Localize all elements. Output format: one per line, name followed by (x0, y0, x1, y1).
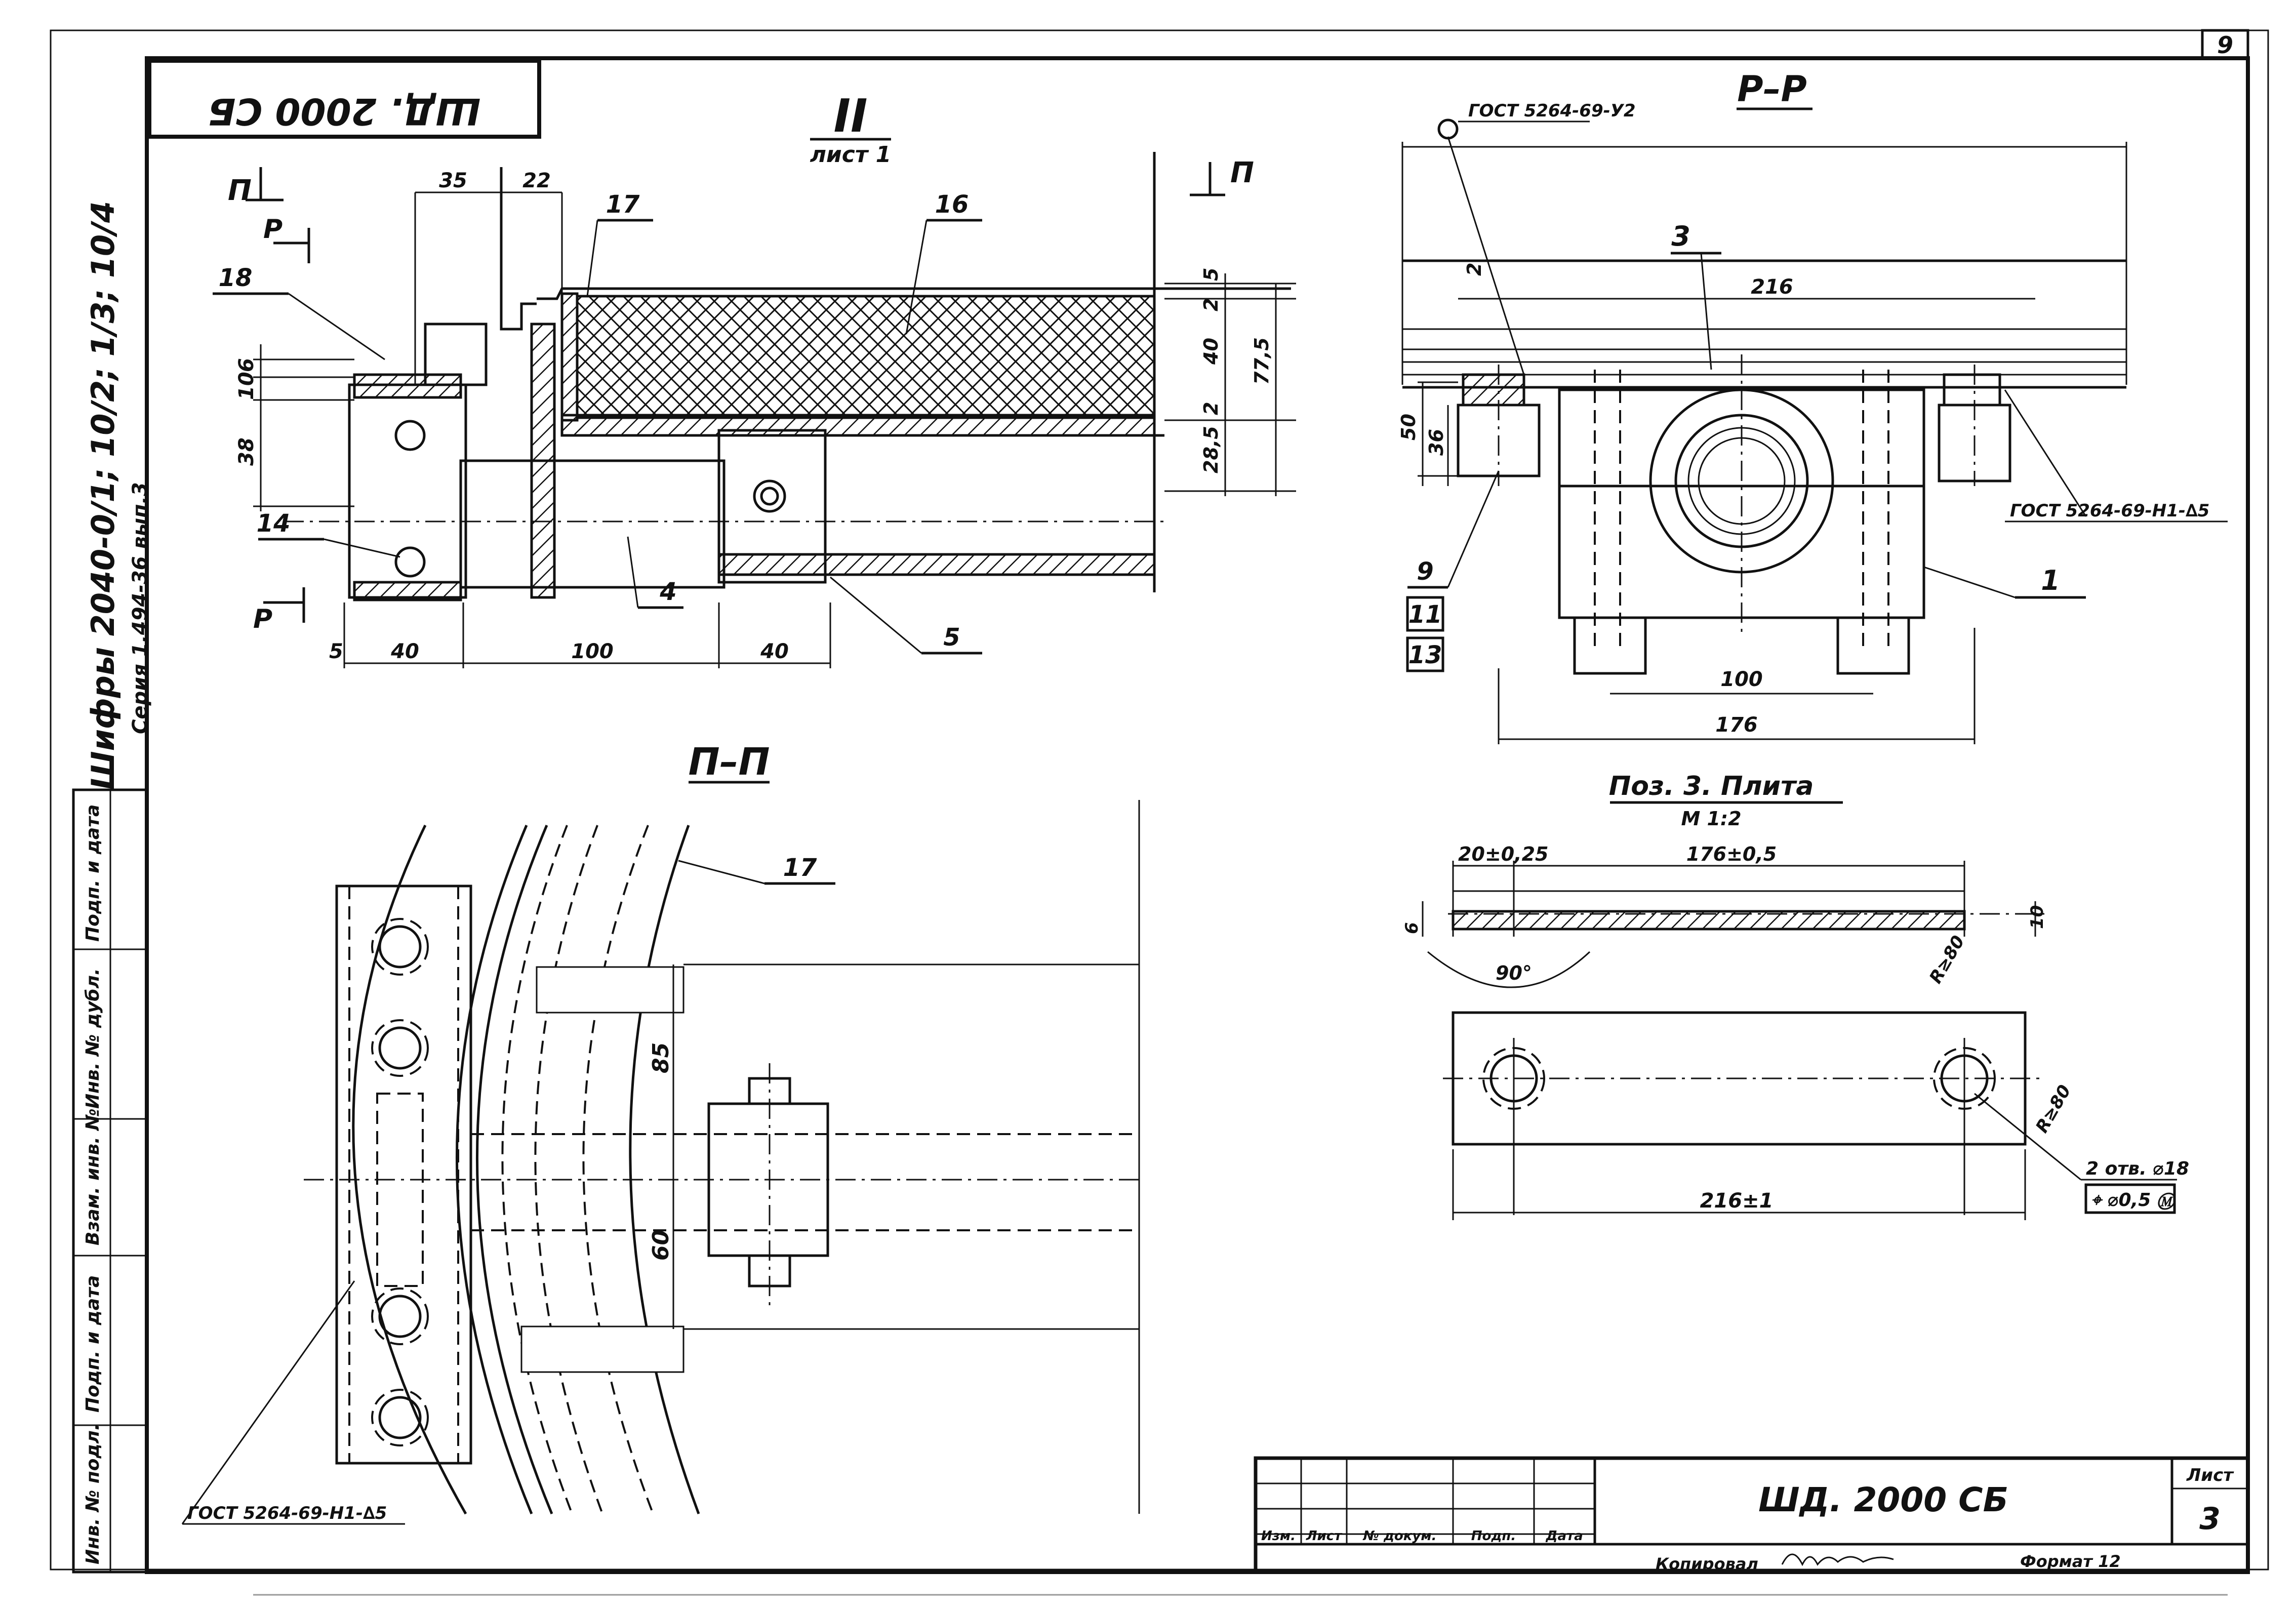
sheet-number-box (2201, 29, 2249, 60)
tb-col-sign: Подп. (1471, 1528, 1516, 1544)
strip-field-1: Инв. № подл. (83, 1423, 103, 1564)
copier-signature (1781, 1553, 1894, 1566)
gost-weld-pp: ГОСТ 5264-69-Н1-∆5 (187, 1503, 387, 1523)
dim-100-rr: 100 (1720, 668, 1763, 691)
plate-dim-20: 20±0,25 (1458, 843, 1548, 865)
view-pp-title: П–П (689, 740, 770, 784)
view-ii-subtitle: лист 1 (810, 142, 892, 168)
plate-detail: Поз. 3. Плита М 1:2 20±0,25 176±0,5 6 10… (1402, 771, 2189, 1220)
dim-50: 50 (1397, 414, 1420, 440)
view-pp: П–П 85 60 17 ГОСТ (181, 740, 1140, 1525)
dim-35: 35 (439, 169, 467, 192)
view-ii-title: II (834, 90, 868, 143)
cut-p-right: П (1230, 156, 1254, 189)
dim-10: 10 (235, 372, 258, 400)
pos-13: 13 (1408, 641, 1442, 669)
gost-weld-top: ГОСТ 5264-69-У2 (1468, 101, 1636, 121)
dim-40-v: 40 (1200, 338, 1222, 365)
strip-field-3: Взам. инв. № (83, 1108, 103, 1245)
tb-col-list: Лист (1306, 1528, 1343, 1544)
dim-40-right: 40 (760, 640, 789, 663)
dim-5-left: 5 (329, 640, 343, 663)
dim-2-mid: 2 (1200, 402, 1222, 415)
plate-dim-6: 6 (1402, 922, 1422, 934)
pos-1: 1 (2041, 565, 2060, 596)
stamp-code: ШД. 2000 СБ (208, 90, 481, 133)
dim-38: 38 (235, 437, 258, 466)
plate-radius: R≥80 (1925, 932, 1969, 987)
dim-40-left: 40 (390, 640, 419, 663)
series-margin-line2: Серия 1.494-36 вып.3 (129, 482, 152, 734)
tb-col-doc: № докум. (1363, 1528, 1437, 1544)
dim-176-rr: 176 (1715, 713, 1758, 737)
pos-18: 18 (219, 264, 253, 292)
dim-5-right: 5 (1200, 268, 1222, 281)
sheet-number: 9 (2217, 31, 2233, 59)
tb-format: Формат 12 (2020, 1552, 2121, 1571)
view-rr: Р–Р ГОСТ 5264-69-У2 216 3 (1397, 68, 2228, 744)
series-margin-line1: Шифры 2040-0/1; 10/2; 1/3; 10/4 (85, 201, 122, 790)
strip-field-5: Подп. и дата (83, 804, 103, 942)
plate-holes: 2 отв. ⌀18 (2086, 1158, 2189, 1179)
pos-4: 4 (659, 578, 676, 606)
plate-dim-176: 176±0,5 (1686, 843, 1777, 865)
plate-dim-216: 216±1 (1700, 1189, 1774, 1213)
plate-title: Поз. 3. Плита (1609, 771, 1814, 801)
tb-col-izm: Изм. (1261, 1528, 1296, 1544)
strip-field-2: Подп. и дата (83, 1275, 103, 1413)
pos-16: 16 (935, 190, 969, 219)
inner-frame (145, 56, 2250, 1574)
dim-216: 216 (1751, 275, 1793, 299)
pos-9: 9 (1417, 557, 1433, 586)
plate-dim-10: 10 (2027, 905, 2047, 929)
dim-100: 100 (571, 640, 614, 663)
pos-11: 11 (1408, 600, 1442, 629)
stamp-box (147, 59, 541, 139)
gost-weld-right: ГОСТ 5264-69-Н1-∆5 (2010, 501, 2209, 521)
tb-sheet-label: Лист (2186, 1465, 2234, 1485)
plate-angle: 90° (1496, 962, 1532, 984)
view-rr-title: Р–Р (1737, 68, 1807, 110)
dim-6: 6 (235, 358, 258, 372)
dim-2-rr: 2 (1463, 263, 1485, 276)
tb-copied: Копировал (1656, 1554, 1758, 1574)
cut-p-left: П (228, 174, 252, 207)
cut-r-upper: Р (263, 214, 283, 245)
pos-17-pp: 17 (783, 854, 817, 882)
tb-code: ШД. 2000 СБ (1758, 1480, 2008, 1519)
plate-tolerance: ⌖ ⌀0,5 Ⓜ (2091, 1190, 2177, 1211)
dim-85: 85 (648, 1042, 674, 1073)
cut-r-lower: Р (253, 604, 272, 634)
pos-17: 17 (606, 190, 640, 219)
plate-radius-2: R≥80 (2032, 1081, 2075, 1136)
strip-field-4: Инв. № дубл. (83, 968, 103, 1109)
outer-frame (50, 29, 2269, 1571)
view-ii: II лист 1 П П Р Р 35 (213, 90, 1296, 668)
dim-2-top: 2 (1200, 298, 1222, 311)
title-block: Изм. Лист № докум. Подп. Дата ШД. 2000 С… (1254, 1456, 2250, 1574)
pos-14: 14 (257, 509, 291, 538)
pos-3: 3 (1671, 220, 1690, 252)
plate-scale: М 1:2 (1681, 808, 1741, 830)
dim-28-5: 28,5 (1200, 426, 1222, 473)
tb-sheet-value: 3 (2199, 1501, 2221, 1537)
dim-60: 60 (648, 1230, 674, 1261)
tb-col-date: Дата (1545, 1528, 1583, 1544)
dim-77-5: 77,5 (1251, 337, 1273, 385)
dim-22: 22 (522, 169, 551, 192)
dim-36: 36 (1425, 429, 1447, 456)
pos-5: 5 (943, 623, 960, 652)
